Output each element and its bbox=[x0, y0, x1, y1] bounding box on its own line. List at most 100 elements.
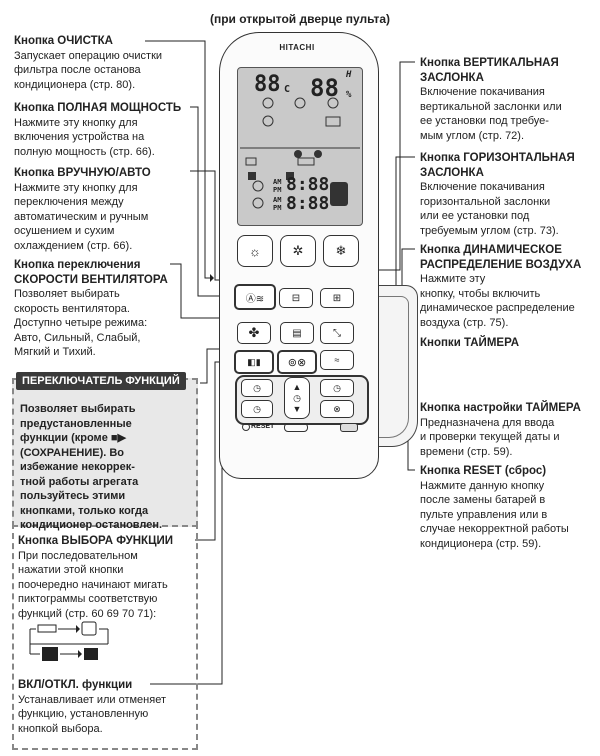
clock-icon bbox=[252, 197, 264, 209]
desc-title: Кнопка переключения СКОРОСТИ ВЕНТИЛЯТОРА bbox=[14, 259, 168, 286]
full-power-button[interactable]: Ⓐ≋ bbox=[234, 284, 276, 310]
save-icon bbox=[84, 648, 98, 660]
reset-button-desc: Кнопка RESET (сброс) Нажмите данную кноп… bbox=[420, 464, 598, 551]
lcd-h: H bbox=[346, 70, 352, 80]
desc-body: Устанавливает или отменяет функцию, уста… bbox=[18, 693, 166, 735]
clock-icon: ◷ bbox=[253, 382, 261, 393]
moon-icon bbox=[42, 647, 58, 661]
louver-icon bbox=[37, 624, 57, 633]
lcd-pm: PM bbox=[273, 204, 282, 212]
desc-body: Включение покачивания горизонтальной зас… bbox=[420, 181, 559, 237]
up-down-clock-icon: ▲◷▼ bbox=[292, 381, 302, 414]
vertical-flap-button[interactable]: ⊟ bbox=[279, 288, 313, 308]
function-side-frame bbox=[12, 523, 198, 750]
desc-title: Кнопка ВЕРТИКАЛЬНАЯ ЗАСЛОНКА bbox=[420, 57, 559, 84]
manual-auto-button[interactable]: ≈ bbox=[320, 350, 354, 370]
full-power-button-desc: Кнопка ПОЛНАЯ МОЩНОСТЬ Нажмите эту кнопк… bbox=[14, 101, 204, 159]
desc-body: Включение покачивания вертикальной засло… bbox=[420, 86, 562, 142]
select-function-desc: Кнопка ВЫБОРА ФУНКЦИИ При последовательн… bbox=[18, 534, 198, 621]
sun-drop-icon: ✲ bbox=[292, 243, 304, 258]
fan-drop-icon: Ⓐ≋ bbox=[245, 293, 265, 305]
desc-title: Кнопка ГОРИЗОНТАЛЬНАЯ ЗАСЛОНКА bbox=[420, 152, 575, 179]
sun-icon bbox=[262, 97, 274, 109]
function-onoff-button[interactable]: ⊚⊗ bbox=[277, 350, 317, 374]
function-sequence-diagram bbox=[29, 621, 109, 661]
desc-title: Кнопка ПОЛНАЯ МОЩНОСТЬ bbox=[14, 102, 182, 114]
timer-on-button[interactable]: ◷ bbox=[241, 379, 273, 397]
lcd-am: AM bbox=[273, 196, 282, 204]
horizontal-flap-button[interactable]: ▤ bbox=[280, 322, 314, 344]
desc-body: Позволяет выбирать скорость вентилятора.… bbox=[14, 288, 148, 358]
function-switch-title: ПЕРЕКЛЮЧАТЕЛЬ ФУНКЦИЙ bbox=[16, 372, 186, 390]
brand-logo: HITACHI bbox=[279, 43, 315, 52]
timer-set-button[interactable]: ◷ bbox=[320, 379, 354, 397]
auto-icon bbox=[262, 115, 274, 127]
desc-title: Кнопки ТАЙМЕРА bbox=[420, 337, 520, 349]
desc-title: Кнопка ВРУЧНУЮ/АВТО bbox=[14, 167, 151, 179]
fan-icon: ✤ bbox=[248, 325, 260, 340]
manual-auto-button-desc: Кнопка ВРУЧНУЮ/АВТО Нажмите эту кнопку д… bbox=[14, 166, 204, 253]
desc-body: При последовательном нажатии этой кнопки… bbox=[18, 549, 168, 620]
clock-icon: ◷ bbox=[333, 382, 341, 393]
fan-speed-button[interactable]: ✤ bbox=[237, 322, 271, 344]
reset-label: RESET bbox=[251, 423, 275, 430]
timer-off-button[interactable]: ◷ bbox=[241, 400, 273, 418]
lcd-unit-c: C bbox=[284, 84, 291, 95]
onoff-function-desc: ВКЛ/ОТКЛ. функции Устанавливает или отме… bbox=[18, 678, 198, 736]
clean-button-desc: Кнопка ОЧИСТКА Запускает операцию очистк… bbox=[14, 34, 204, 92]
clean-icon bbox=[81, 621, 97, 636]
timer-cancel-button[interactable]: ⊗ bbox=[320, 400, 354, 418]
lcd-time-1: 8:88 bbox=[286, 174, 330, 195]
reset-button[interactable] bbox=[242, 423, 250, 431]
lcd-temp-small: 88 bbox=[254, 72, 281, 97]
clock-icon bbox=[252, 180, 264, 192]
lcd-pm: PM bbox=[273, 186, 282, 194]
lcd-icons bbox=[240, 97, 360, 209]
diagonal-flap-icon: ⤡ bbox=[333, 327, 341, 339]
desc-title: Кнопка ДИНАМИЧЕСКОЕ РАСПРЕДЕЛЕНИЕ ВОЗДУХ… bbox=[420, 244, 582, 271]
lcd-temp-big: 88 bbox=[310, 74, 339, 102]
desc-body: Запускает операцию очистки фильтра после… bbox=[14, 49, 163, 91]
flap-icon: ⊟ bbox=[291, 292, 301, 304]
heat-mode-button[interactable]: ☼ bbox=[237, 235, 273, 267]
page-header: (при открытой дверце пульта) bbox=[209, 12, 391, 26]
lcd-display: 88 C 88 % H AM PM 8:88 AM PM 8:88 bbox=[237, 67, 363, 226]
vertical-flap-desc: Кнопка ВЕРТИКАЛЬНАЯ ЗАСЛОНКА Включение п… bbox=[420, 56, 598, 143]
clean-button[interactable]: ⊞ bbox=[320, 288, 354, 308]
louver-icon: ▤ bbox=[292, 327, 302, 339]
desc-body: Предназначена для ввода и проверки текущ… bbox=[420, 416, 560, 458]
remote-door-inner bbox=[374, 296, 409, 438]
dry-mode-button[interactable]: ✲ bbox=[280, 235, 316, 267]
cool-mode-button[interactable]: ❄ bbox=[323, 235, 359, 267]
desc-title: Кнопка ОЧИСТКА bbox=[14, 35, 113, 47]
desc-body: Нажмите эту кнопку, чтобы включить динам… bbox=[420, 273, 575, 329]
dynamic-air-desc: Кнопка ДИНАМИЧЕСКОЕ РАСПРЕДЕЛЕНИЕ ВОЗДУХ… bbox=[420, 243, 598, 330]
horizontal-flap-desc: Кнопка ГОРИЗОНТАЛЬНАЯ ЗАСЛОНКА Включение… bbox=[420, 151, 598, 238]
desc-body: Нажмите эту кнопку для включения устройс… bbox=[14, 116, 155, 158]
timer-setup-desc: Кнопка настройки ТАЙМЕРА Предназначена д… bbox=[420, 401, 598, 459]
fan-speed-button-desc: Кнопка переключения СКОРОСТИ ВЕНТИЛЯТОРА… bbox=[14, 258, 204, 360]
desc-title: ВКЛ/ОТКЛ. функции bbox=[18, 679, 133, 691]
desc-title: Кнопка RESET (сброс) bbox=[420, 465, 547, 477]
snow-icon bbox=[327, 97, 339, 109]
onoff-icon: ⊚⊗ bbox=[287, 356, 307, 369]
function-switch-text: Позволяет выбирать предустановленные фун… bbox=[20, 403, 163, 531]
desc-title: Кнопка настройки ТАЙМЕРА bbox=[420, 402, 581, 414]
desc-title: Кнопка ВЫБОРА ФУНКЦИИ bbox=[18, 535, 174, 547]
function-select-button[interactable]: ◧▮ bbox=[234, 350, 274, 374]
desc-body: Нажмите эту кнопку для переключения межд… bbox=[14, 181, 149, 252]
dry-icon: ≈ bbox=[334, 355, 340, 365]
clock-icon: ◷ bbox=[253, 403, 261, 414]
clock-setup-button[interactable] bbox=[284, 423, 308, 432]
lcd-time-2: 8:88 bbox=[286, 193, 330, 214]
drop-icon bbox=[294, 97, 306, 109]
dynamic-air-button[interactable]: ⤡ bbox=[320, 322, 354, 344]
battery-indicator bbox=[340, 423, 358, 432]
timer-buttons-desc: Кнопки ТАЙМЕРА bbox=[420, 336, 598, 351]
snowflake-icon: ❄ bbox=[335, 243, 347, 258]
sun-icon: ☼ bbox=[249, 243, 261, 259]
select-icon: ◧▮ bbox=[247, 356, 261, 367]
lcd-am: AM bbox=[273, 178, 282, 186]
cancel-icon: ⊗ bbox=[333, 403, 341, 414]
timer-up-down-button[interactable]: ▲◷▼ bbox=[284, 377, 310, 419]
